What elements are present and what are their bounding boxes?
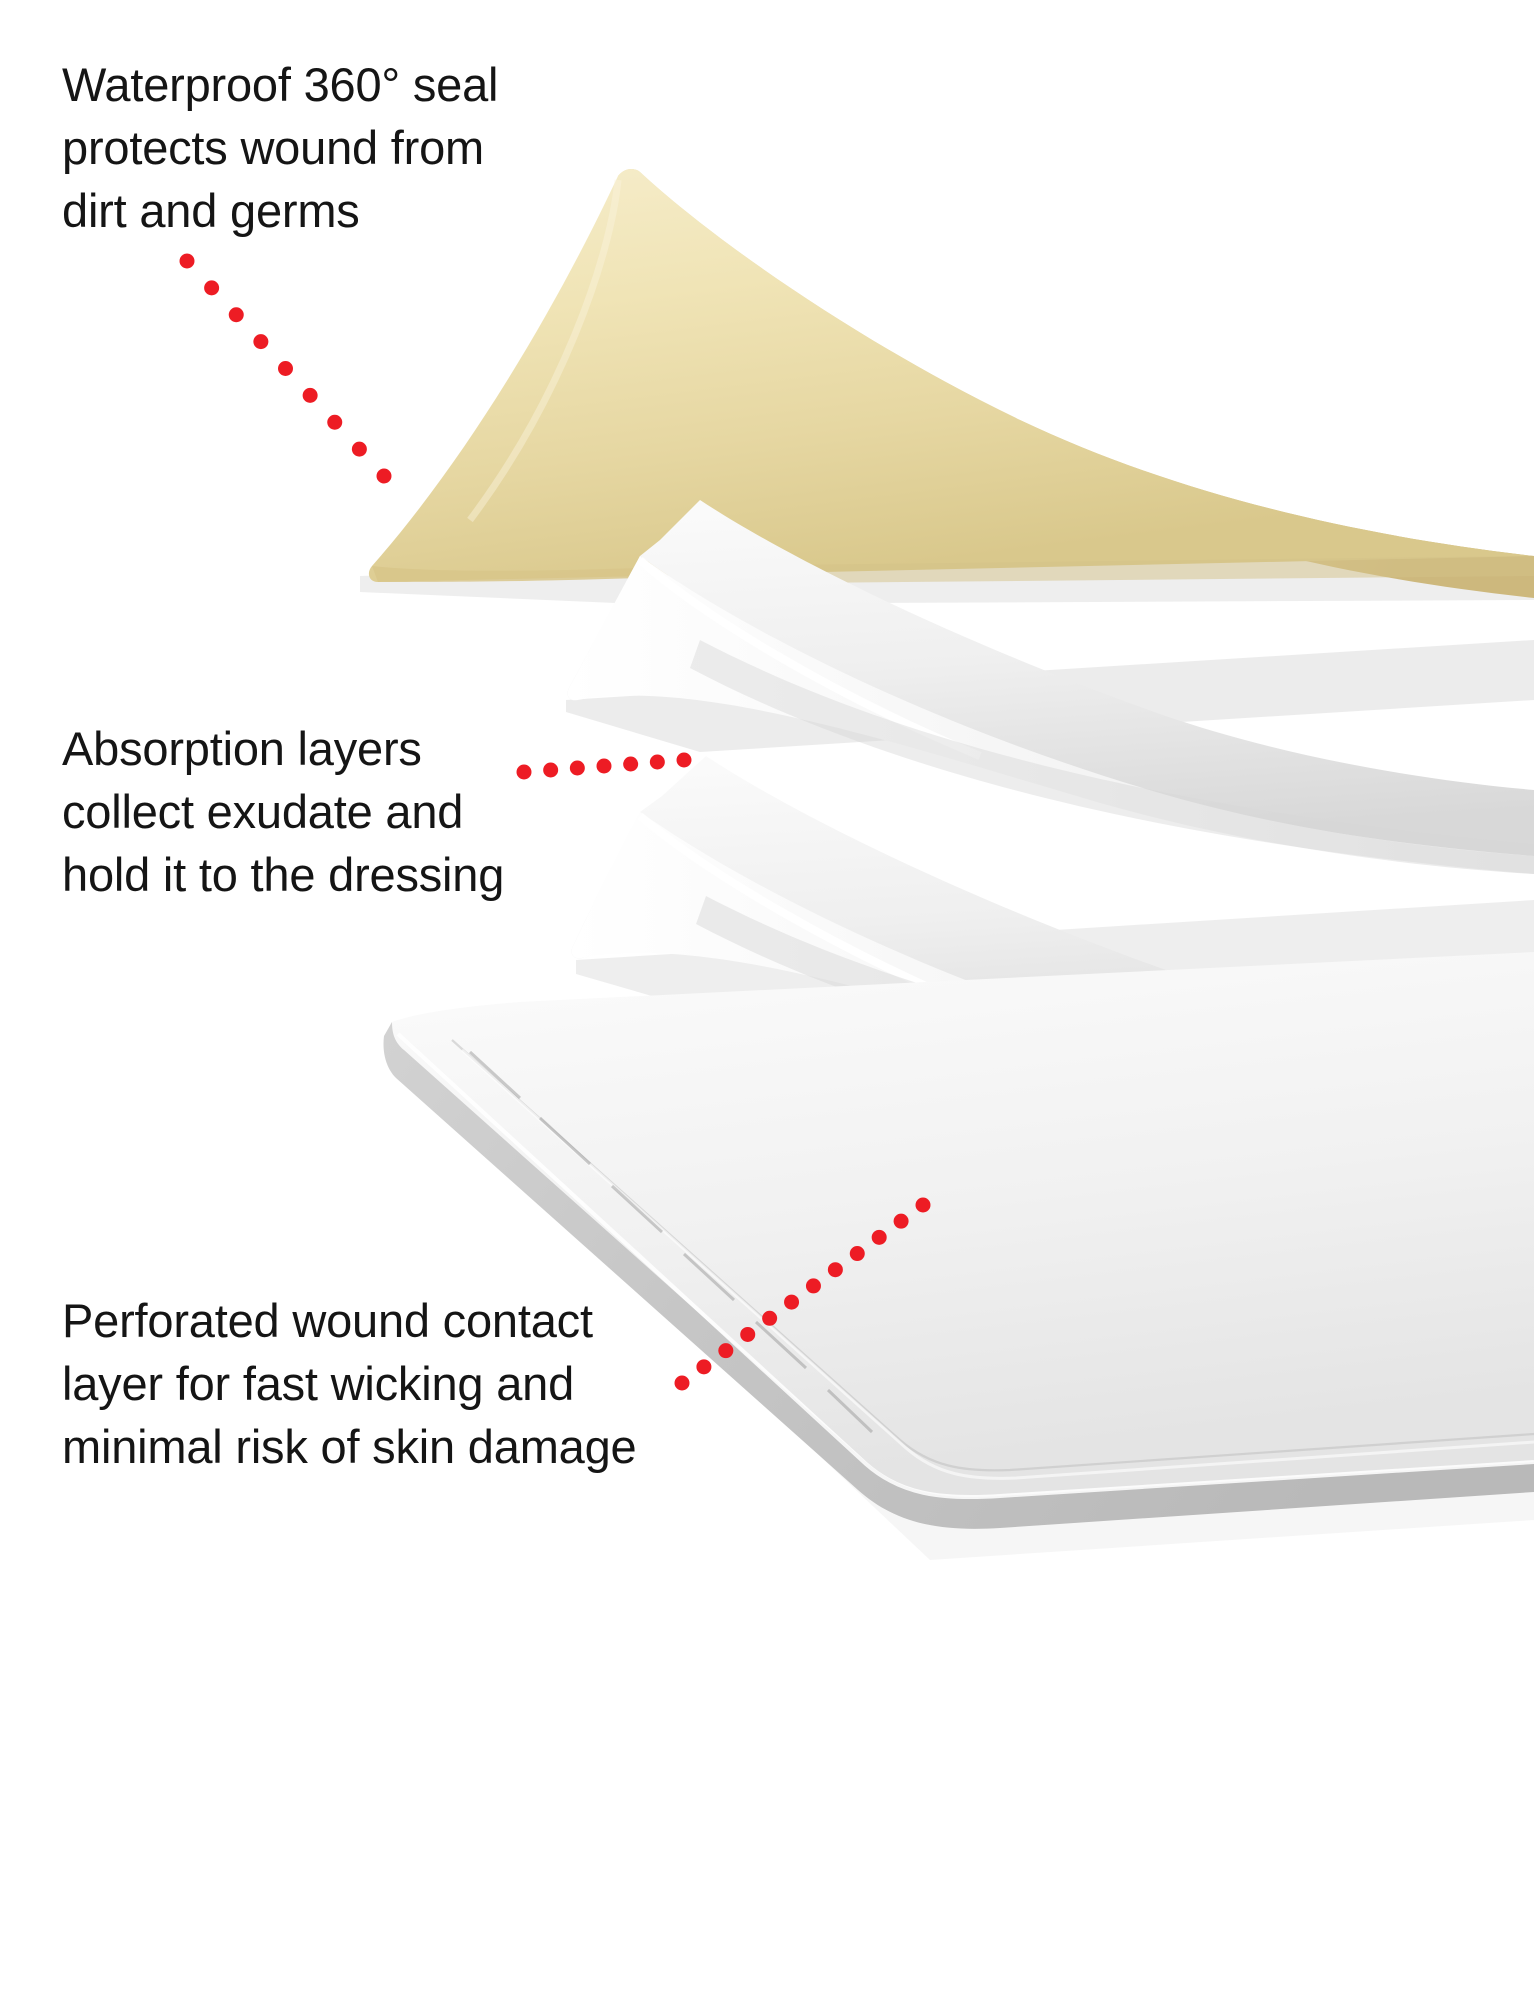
leader-dot — [351, 441, 367, 457]
absorption-layer-lower — [571, 756, 1534, 1128]
leader-dot — [327, 414, 343, 430]
leader-dot — [676, 752, 692, 768]
leader-dot — [179, 253, 195, 269]
leader-dot — [253, 334, 269, 350]
leader-dot — [762, 1310, 778, 1326]
leader-dot — [623, 756, 639, 772]
leader-dot — [204, 280, 220, 296]
callout-perforated-text: Perforated wound contact layer for fast … — [62, 1294, 637, 1473]
leader-dot — [849, 1246, 865, 1262]
leader-dot — [302, 387, 318, 403]
absorption-layer-upper — [566, 500, 1534, 874]
leader-dot — [278, 361, 293, 376]
leader-dot — [784, 1294, 800, 1310]
leader-dot — [649, 754, 665, 770]
leader-dot — [871, 1229, 887, 1245]
callout-absorption-text: Absorption layers collect exudate and ho… — [62, 722, 505, 901]
callout-waterproof-text: Waterproof 360° seal protects wound from… — [62, 58, 499, 237]
absorption-layer-slab — [577, 1011, 1534, 1282]
leader-dot — [376, 468, 392, 484]
leader-dot — [827, 1262, 843, 1278]
leader-dot — [740, 1326, 756, 1342]
leader-dot — [915, 1197, 931, 1213]
leader-dot — [893, 1213, 909, 1229]
leader-dot — [805, 1278, 821, 1294]
leader-dot — [228, 307, 244, 323]
